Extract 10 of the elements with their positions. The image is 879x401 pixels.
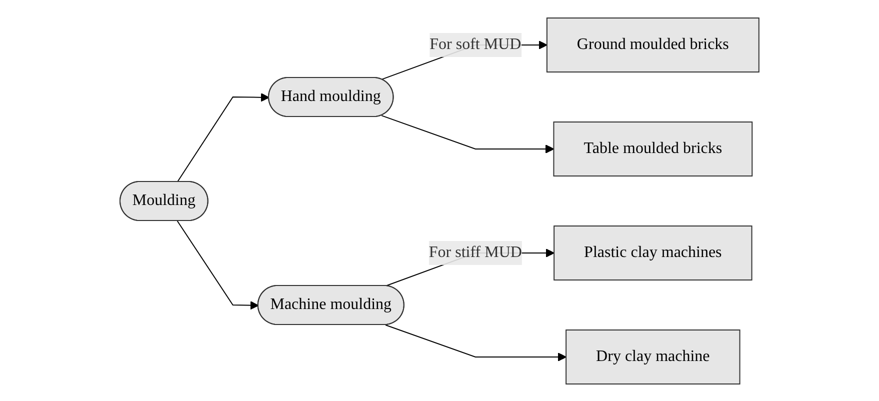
node-box: Ground moulded bricks	[546, 17, 760, 72]
arrow	[176, 220, 259, 310]
edge-label: For soft MUD	[430, 36, 522, 52]
arrow	[381, 114, 554, 153]
node-box: Plastic clay machines	[554, 225, 752, 280]
edge-label: For stiff MUD	[428, 243, 522, 260]
node-box: Table moulded bricks	[553, 121, 753, 176]
arrow	[385, 324, 566, 361]
node-box: Dry clay machine	[566, 328, 740, 384]
arrow	[176, 92, 270, 182]
